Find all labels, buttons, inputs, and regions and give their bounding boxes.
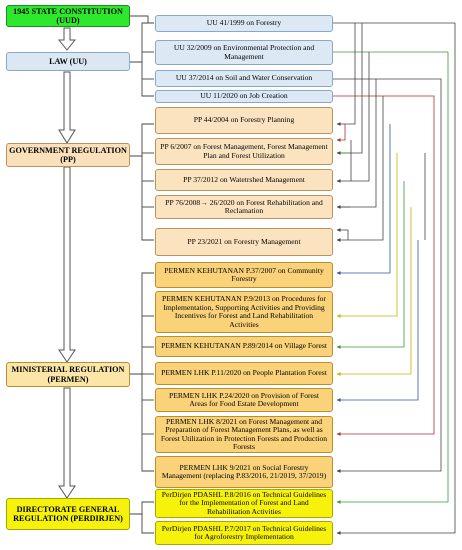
pp-box-23-2021: PP 23/2021 on Forestry Management xyxy=(155,228,333,256)
law-box-uu-11-2020: UU 11/2020 on Job Creation xyxy=(155,90,333,103)
pp-box-6-2007: PP 6/2007 on Forest Management, Forest M… xyxy=(155,138,333,165)
cross-reference-lines xyxy=(333,22,456,535)
hierarchy-arrows xyxy=(57,27,77,499)
permen-box-p11-2020: PERMEN LHK P.11/2020 on People Plantatio… xyxy=(155,362,333,385)
law-box-uu-37-2014: UU 37/2014 on Soil and Water Conservatio… xyxy=(155,70,333,87)
level-permen: MINISTERIAL REGULATION (PERMEN) xyxy=(6,362,130,387)
level-pp: GOVERNMENT REGULATION (PP) xyxy=(6,143,130,167)
permen-box-p9-2013: PERMEN KEHUTANAN P.9/2013 on Procedures … xyxy=(155,291,333,333)
permen-box-p89-2014: PERMEN KEHUTANAN P.89/2014 on Village Fo… xyxy=(155,336,333,357)
law-box-uu-32-2009: UU 32/2009 on Environmental Protection a… xyxy=(155,40,333,65)
permen-box-p24-2020: PERMEN LHK P.24/2020 on Provision of For… xyxy=(155,388,333,412)
level-uu: LAW (UU) xyxy=(6,52,130,71)
pp-box-37-2012: PP 37/2012 on Watetrshed Management xyxy=(155,169,333,191)
permen-box-9-2021: PERMEN LHK 9/2021 on Social Forestry Man… xyxy=(155,456,333,488)
permen-box-8-2021: PERMEN LHK 8/2021 on Forest Management a… xyxy=(155,416,333,453)
perdirjen-box-p7-2017: PerDirjen PDASHL P.7/2017 on Technical G… xyxy=(155,521,333,545)
level-perdirjen: DIRECTORATE GENERAL REGULATION (PERDIRJE… xyxy=(6,498,130,530)
permen-box-p37-2007: PERMEN KEHUTANAN P.37/2007 on Community … xyxy=(155,262,333,288)
level-uud: 1945 STATE CONSTITUTION (UUD) xyxy=(6,5,130,27)
pp-box-26-2020: PP 76/2008→ 26/2020 on Forest Rehabilita… xyxy=(155,195,333,219)
pp-box-44-2004: PP 44/2004 on Forestry Planning xyxy=(155,107,333,134)
perdirjen-box-p8-2016: PerDirjen PDASHL P.8/2016 on Technical G… xyxy=(155,489,333,518)
level-brackets xyxy=(130,15,154,534)
law-box-uu-41-1999: UU 41/1999 on Forestry xyxy=(155,15,333,32)
